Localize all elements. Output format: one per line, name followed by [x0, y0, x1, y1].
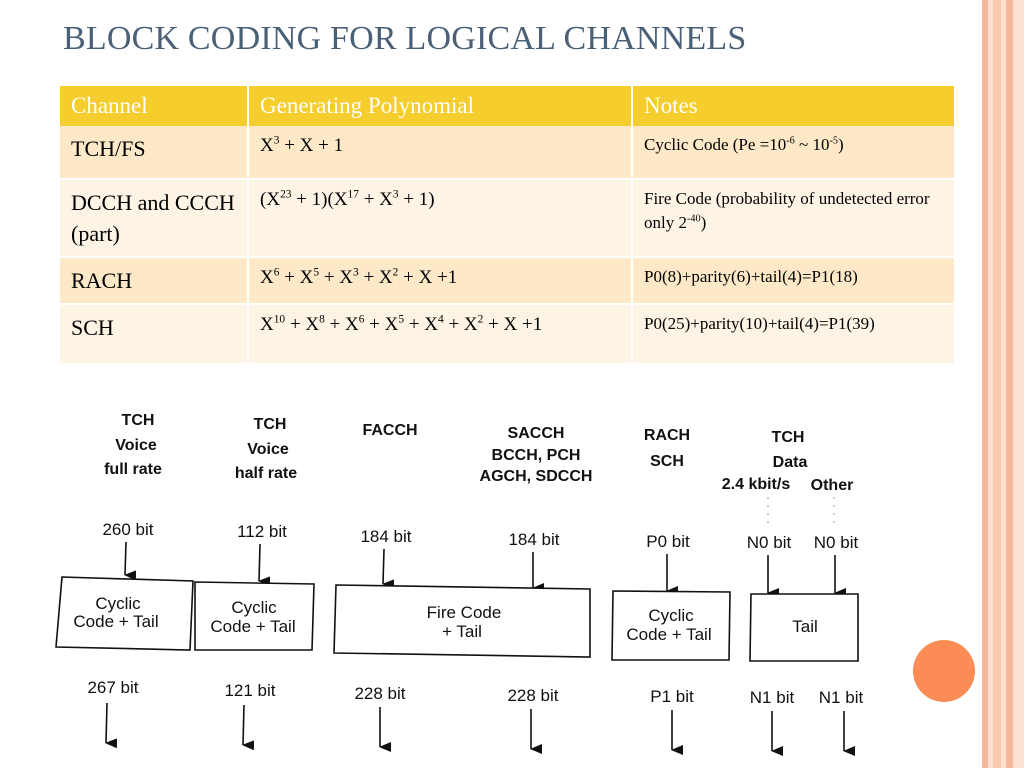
decorative-stripes	[982, 0, 1024, 768]
label-text: AGCH, SDCCH	[480, 468, 593, 485]
channel-label-tch-half: TCH Voice half rate	[235, 416, 297, 482]
table-header-row: Channel Generating Polynomial Notes	[60, 86, 956, 126]
header-notes: Notes	[632, 86, 956, 126]
label-text: BCCH, PCH	[492, 447, 581, 464]
label-text: 2.4 kbit/s	[722, 476, 791, 493]
cell-polynomial: X10 + X8 + X6 + X5 + X4 + X2 + X +1	[248, 304, 633, 365]
decorative-orange-circle	[913, 640, 975, 702]
cell-channel: RACH	[60, 257, 249, 305]
block-coding-diagram: TCH Voice full rate TCH Voice half rate …	[55, 412, 864, 756]
cell-notes: Fire Code (probability of undetected err…	[632, 179, 956, 258]
cell-channel: DCCH and CCCH (part)	[60, 179, 249, 258]
arrow-in	[382, 548, 395, 590]
box-cyclic-full	[55, 576, 194, 651]
label-text: full rate	[104, 461, 162, 478]
arrow-in	[124, 541, 137, 581]
channel-label-tch-full: TCH Voice full rate	[104, 412, 162, 478]
table-row: TCH/FS X3 + X + 1 Cyclic Code (Pe =10-6 …	[60, 126, 956, 180]
cell-channel: SCH	[60, 304, 249, 365]
input-bits: 184 bit	[508, 530, 559, 549]
label-text: TCH	[122, 412, 155, 429]
input-bits: N0 bit	[747, 533, 792, 552]
cell-notes: P0(8)+parity(6)+tail(4)=P1(18)	[632, 257, 956, 305]
output-bits: 267 bit	[87, 678, 138, 697]
channel-label-sacch: SACCH BCCH, PCH AGCH, SDCCH	[480, 425, 593, 485]
output-bits: N1 bit	[750, 688, 795, 707]
box-tail	[749, 593, 859, 662]
cell-notes: P0(25)+parity(10)+tail(4)=P1(39)	[632, 304, 956, 365]
table-row: RACH X6 + X5 + X3 + X2 + X +1 P0(8)+pari…	[60, 257, 956, 305]
output-bits: 228 bit	[354, 684, 405, 703]
page-title: BLOCK CODING FOR LOGICAL CHANNELS	[63, 20, 747, 57]
box-label: Code + Tail	[210, 617, 295, 636]
label-text: SCH	[650, 453, 684, 470]
label-text: Voice	[247, 441, 289, 458]
box-label: Fire Code	[427, 603, 502, 622]
channel-label-tch-data: TCH Data 2.4 kbit/s Other	[722, 429, 854, 494]
header-channel: Channel	[60, 86, 249, 126]
label-text: RACH	[644, 427, 690, 444]
cell-polynomial: X3 + X + 1	[248, 126, 633, 180]
output-bits: P1 bit	[650, 687, 694, 706]
channel-label-facch: FACCH	[362, 422, 417, 439]
box-label: + Tail	[442, 622, 482, 641]
arrow-out	[242, 704, 255, 751]
box-label: Cyclic	[231, 598, 277, 617]
box-cyclic-half	[194, 581, 315, 651]
coding-table: Channel Generating Polynomial Notes TCH/…	[60, 86, 956, 365]
box-label: Code + Tail	[73, 612, 158, 631]
box-label: Cyclic	[648, 606, 694, 625]
label-text: Voice	[115, 437, 157, 454]
input-bits: P0 bit	[646, 532, 690, 551]
box-label: Tail	[792, 617, 818, 636]
arrow-out	[105, 702, 118, 749]
box-label: Cyclic	[95, 594, 141, 613]
channel-label-rach-sch: RACH SCH	[644, 427, 690, 470]
input-bits: N0 bit	[814, 533, 859, 552]
table-row: SCH X10 + X8 + X6 + X5 + X4 + X2 + X +1 …	[60, 304, 956, 365]
output-bits: 121 bit	[224, 681, 275, 700]
cell-polynomial: X6 + X5 + X3 + X2 + X +1	[248, 257, 633, 305]
label-text: TCH	[254, 416, 287, 433]
label-text: FACCH	[362, 422, 417, 439]
table-row: DCCH and CCCH (part) (X23 + 1)(X17 + X3 …	[60, 179, 956, 258]
output-bits: 228 bit	[507, 686, 558, 705]
box-label: Code + Tail	[626, 625, 711, 644]
input-bits: 112 bit	[237, 522, 287, 541]
output-bits: N1 bit	[819, 688, 864, 707]
cell-channel: TCH/FS	[60, 126, 249, 180]
cell-notes: Cyclic Code (Pe =10-6 ~ 10-5)	[632, 126, 956, 180]
input-bits: 260 bit	[102, 520, 153, 539]
box-fire-code	[333, 584, 591, 658]
input-bits: 184 bit	[360, 527, 411, 546]
label-text: Other	[811, 477, 854, 494]
cell-polynomial: (X23 + 1)(X17 + X3 + 1)	[248, 179, 633, 258]
arrow-in	[258, 543, 271, 587]
header-polynomial: Generating Polynomial	[248, 86, 633, 126]
label-text: SACCH	[508, 425, 565, 442]
label-text: Data	[773, 454, 808, 471]
box-cyclic-rach	[611, 590, 731, 661]
label-text: half rate	[235, 465, 297, 482]
label-text: TCH	[772, 429, 805, 446]
